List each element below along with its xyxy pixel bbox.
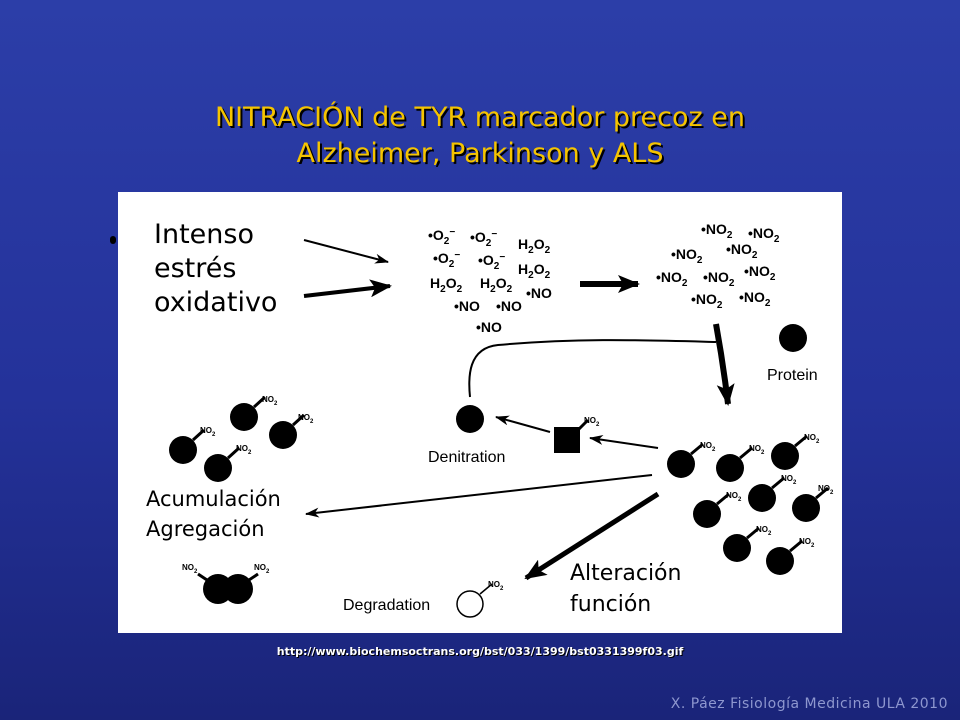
ros-no-1: •NO (526, 285, 552, 301)
alteration-line-1: Alteración (570, 561, 682, 586)
svg-text:NO2: NO2 (756, 525, 772, 537)
degraded-protein (456, 590, 484, 618)
svg-text:NO2: NO2 (298, 413, 314, 425)
np-2: NO2 (716, 444, 765, 482)
arrow-to-accumulation (305, 474, 653, 518)
no2-1: •NO2 (701, 221, 733, 241)
ros-h2o2-3: H2O2 (430, 275, 463, 295)
arrow-to-denitrated (495, 415, 551, 433)
np-6: NO2 (792, 484, 834, 522)
np-5: NO2 (748, 474, 797, 512)
no2-4: •NO2 (726, 241, 758, 261)
no2-2: •NO2 (748, 225, 780, 245)
svg-text:NO2: NO2 (236, 444, 252, 456)
stress-line-1: Intenso (154, 219, 254, 250)
denitrase-no2-stick (574, 418, 590, 434)
no2-cluster: •NO2 •NO2 •NO2 •NO2 •NO2 •NO2 •NO2 •NO2 … (656, 221, 780, 311)
curved-arrow-protein (713, 323, 735, 406)
degraded-no2: NO2 (488, 580, 504, 592)
ros-no-3: •NO (496, 298, 522, 314)
source-url: http://www.biochemsoctrans.org/bst/033/1… (276, 645, 684, 658)
no2-7: •NO2 (744, 263, 776, 283)
svg-text:NO2: NO2 (781, 474, 797, 486)
agg-2: NO2 (230, 395, 278, 431)
arrow-to-denitrase (589, 434, 659, 449)
denitrase-no2: NO2 (584, 416, 600, 428)
bullet-mark (110, 236, 116, 244)
no2-9: •NO2 (739, 289, 771, 309)
dimer-no2-right: NO2 (254, 563, 270, 575)
svg-text:NO2: NO2 (700, 441, 716, 453)
footer-credit: X. Páez Fisiología Medicina ULA 2010 (670, 696, 948, 712)
arrow-to-degradation (524, 491, 660, 581)
ros-no-2: •NO (454, 298, 480, 314)
svg-text:NO2: NO2 (804, 433, 820, 445)
no2-3: •NO2 (671, 246, 703, 266)
np-4: NO2 (693, 491, 742, 528)
svg-text:NO2: NO2 (726, 491, 742, 503)
ros-no-4: •NO (476, 319, 502, 335)
svg-text:NO2: NO2 (262, 395, 278, 407)
denitration-label: Denitration (428, 449, 505, 466)
dimer-no2-left: NO2 (182, 563, 198, 575)
np-8: NO2 (766, 537, 815, 575)
accumulation-label: Acumulación Agregación (146, 484, 281, 544)
input-arrow-thick (303, 279, 392, 298)
np-1: NO2 (667, 441, 716, 478)
degradation-label: Degradation (343, 597, 430, 614)
ros-h2o2-4: H2O2 (480, 275, 513, 295)
ros-h2o2-2: H2O2 (518, 261, 551, 281)
alteration-label: Alteración función (570, 558, 681, 620)
ros-cluster: •O2− •O2− H2O2 •O2− •O2− H2O2 H2O2 H2O2 … (428, 227, 552, 335)
stress-line-3: oxidativo (154, 287, 278, 318)
svg-text:NO2: NO2 (818, 484, 834, 496)
alteration-line-2: función (570, 592, 652, 617)
no2-5: •NO2 (656, 269, 688, 289)
nitration-diagram: •O2− •O2− H2O2 •O2− •O2− H2O2 H2O2 H2O2 … (169, 221, 834, 618)
protein-label: Protein (767, 367, 818, 384)
ros-o2-1: •O2− (428, 227, 455, 247)
input-arrow-thin (303, 239, 389, 264)
curved-arrow-left-branch (468, 339, 717, 398)
accumulation-line-2: Agregación (146, 517, 265, 541)
degraded-no2-stick (479, 583, 493, 595)
diagram-panel: •O2− •O2− H2O2 •O2− •O2− H2O2 H2O2 H2O2 … (118, 192, 842, 633)
slide-title: NITRACIÓN de TYR marcador precoz en Alzh… (0, 100, 960, 172)
protein-circle (779, 324, 807, 352)
np-7: NO2 (723, 525, 772, 562)
stress-label: Intenso estrés oxidativo (154, 218, 277, 320)
nitrated-cluster: NO2 NO2 NO2 NO2 NO2 NO2 NO2 NO2 (667, 433, 834, 575)
accumulation-line-1: Acumulación (146, 487, 281, 511)
ros-o2-3: •O2− (433, 250, 460, 270)
aggregate-cluster: NO2 NO2 NO2 NO2 (169, 395, 314, 482)
denitrated-protein (456, 405, 484, 433)
agg-3: NO2 (269, 413, 314, 449)
svg-text:NO2: NO2 (799, 537, 815, 549)
stress-line-2: estrés (154, 253, 237, 284)
dimer-aggregate: NO2 NO2 (182, 563, 270, 604)
agg-4: NO2 (204, 444, 252, 482)
no2-6: •NO2 (703, 269, 735, 289)
no2-8: •NO2 (691, 291, 723, 311)
ros-h2o2-1: H2O2 (518, 236, 551, 256)
ros-o2-2: •O2− (470, 229, 497, 249)
agg-1: NO2 (169, 426, 216, 464)
np-3: NO2 (771, 433, 820, 470)
svg-text:NO2: NO2 (749, 444, 765, 456)
ros-o2-4: •O2− (478, 252, 505, 272)
svg-text:NO2: NO2 (200, 426, 216, 438)
title-line-1: NITRACIÓN de TYR marcador precoz en (214, 102, 745, 133)
title-line-2: Alzheimer, Parkinson y ALS (296, 138, 664, 169)
